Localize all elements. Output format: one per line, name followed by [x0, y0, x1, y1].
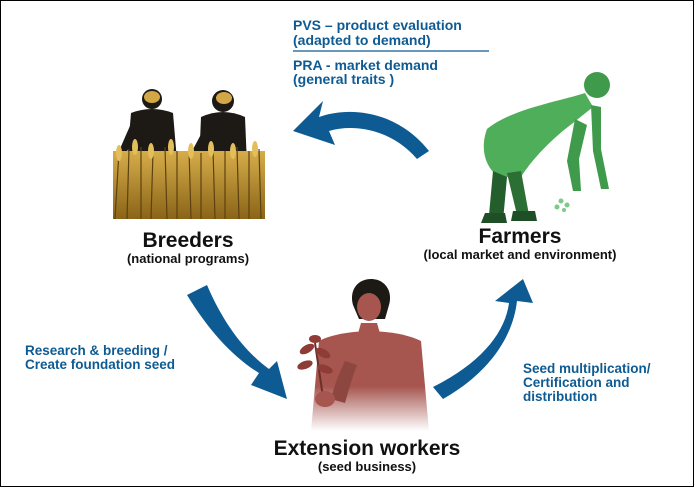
pvs-label-line2: (adapted to demand) [293, 32, 431, 48]
breeders-subtitle: (national programs) [126, 251, 250, 266]
right-arrow-label-line3: distribution [523, 389, 598, 404]
extension-subtitle: (seed business) [317, 459, 417, 474]
arrow-farmers-to-breeders [293, 101, 429, 159]
right-arrow-label-line1: Seed multiplication/ [523, 361, 651, 376]
pra-label-line1: PRA - market demand [293, 57, 438, 73]
arrow-breeders-to-extension [187, 285, 287, 399]
farmer-illustration [481, 72, 610, 223]
right-arrow-label-line2: Certification and [523, 375, 630, 390]
extension-worker-illustration [297, 279, 429, 431]
farmers-subtitle: (local market and environment) [423, 247, 617, 262]
left-arrow-label-line1: Research & breeding / [25, 343, 168, 358]
farmers-title: Farmers [478, 225, 562, 248]
extension-title: Extension workers [273, 437, 461, 460]
pvs-label-line1: PVS – product evaluation [293, 17, 462, 33]
arrow-extension-to-farmers [433, 279, 533, 399]
left-arrow-label-line2: Create foundation seed [25, 357, 176, 372]
breeders-illustration [113, 89, 265, 220]
pra-label-line2: (general traits ) [293, 71, 395, 87]
breeders-title: Breeders [142, 229, 234, 252]
